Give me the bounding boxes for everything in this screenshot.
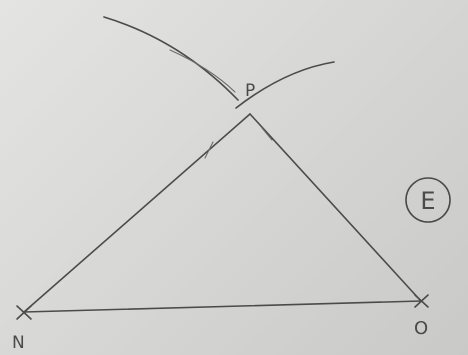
tick-mark-po <box>261 127 273 141</box>
tick-mark-np <box>204 141 214 159</box>
compass-arc-right <box>235 61 335 109</box>
vertex-o-cross <box>414 294 429 308</box>
compass-arc-left-retrace <box>169 49 236 93</box>
vertex-label-p: P <box>245 81 255 101</box>
question-badge-letter: E <box>420 187 435 215</box>
question-badge-circle <box>405 177 451 223</box>
vertex-n-cross <box>16 305 32 320</box>
side-po <box>249 113 421 301</box>
side-no <box>23 300 423 313</box>
vertex-label-o: O <box>414 318 428 339</box>
compass-arc-left <box>103 16 239 101</box>
vertex-label-n: N <box>12 333 25 353</box>
side-np <box>23 113 251 313</box>
